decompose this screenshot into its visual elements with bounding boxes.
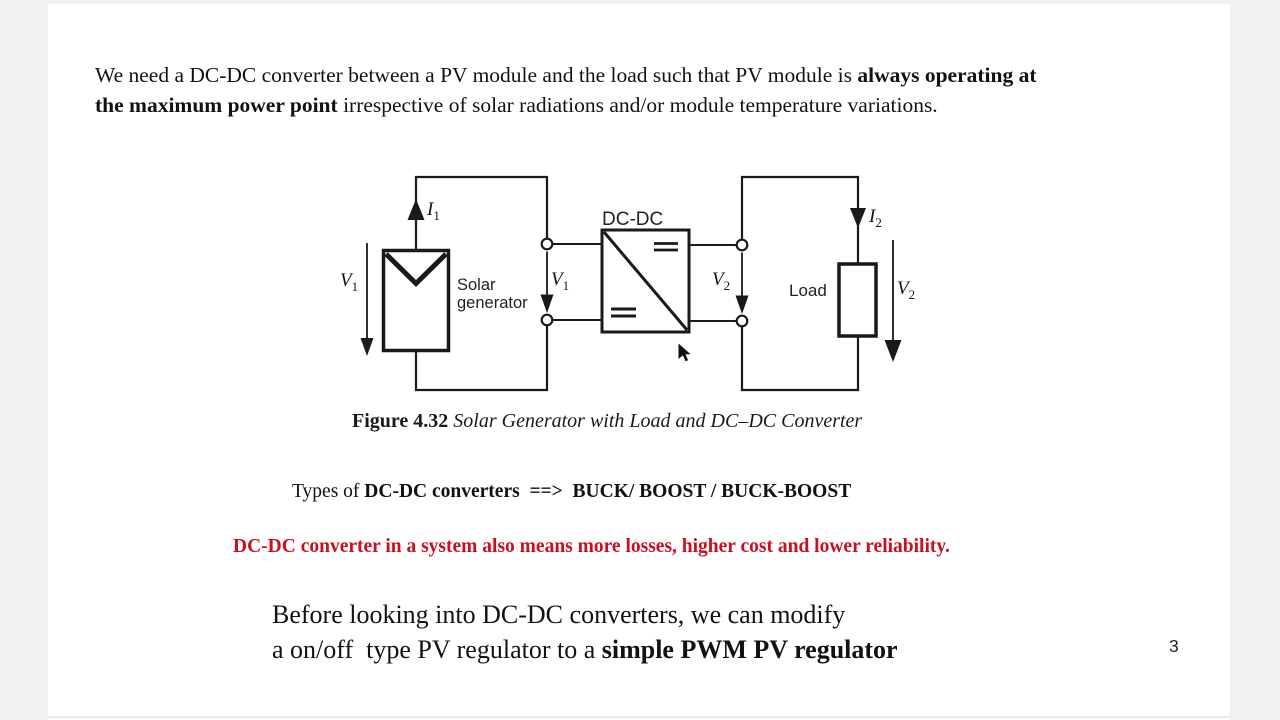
label-v2-mid-sub: 2 bbox=[723, 277, 731, 293]
label-load: Load bbox=[789, 281, 827, 300]
terminal-right-bottom bbox=[735, 314, 749, 328]
label-v2-right-base: V bbox=[897, 278, 909, 299]
label-v1-left-sub: 1 bbox=[351, 278, 359, 294]
load-loop-top-wire bbox=[740, 175, 860, 264]
closing-line2-bold: simple PWM PV regulator bbox=[601, 635, 898, 664]
types-line-regular: Types of bbox=[292, 481, 365, 502]
intro-paragraph: We need a DC-DC converter between a PV m… bbox=[95, 60, 1205, 120]
label-v1-left-base: V bbox=[340, 270, 352, 291]
figure-caption-number: Figure 4.32 bbox=[352, 410, 449, 432]
label-v2-right: V2 bbox=[897, 278, 916, 302]
label-v1-mid-base: V bbox=[551, 269, 563, 290]
label-solar-generator: Solar generator bbox=[457, 276, 528, 312]
types-line-bold: DC-DC converters ==> BUCK/ BOOST / BUCK-… bbox=[364, 481, 852, 502]
label-v1-left: V1 bbox=[340, 270, 359, 294]
page-number: 3 bbox=[1169, 636, 1179, 656]
v2-right-arrowhead bbox=[884, 340, 902, 362]
circuit-diagram bbox=[360, 175, 902, 392]
intro-line2-regular: irrespective of solar radiations and/or … bbox=[337, 93, 938, 117]
label-solar-line1: Solar bbox=[457, 276, 496, 294]
figure-caption: Figure 4.32 Solar Generator with Load an… bbox=[352, 410, 862, 433]
label-i1: I1 bbox=[427, 199, 440, 223]
intro-line-2: the maximum power point irrespective of … bbox=[95, 90, 1205, 120]
slide-bottom-edge bbox=[48, 716, 1230, 718]
types-line: Types of DC-DC converters ==> BUCK/ BOOS… bbox=[292, 481, 851, 503]
label-i2: I2 bbox=[869, 206, 882, 230]
intro-line1-bold: always operating at bbox=[857, 63, 1037, 87]
closing-line-2: a on/off type PV regulator to a simple P… bbox=[272, 632, 898, 667]
i1-arrowhead bbox=[407, 199, 425, 220]
terminal-right-top bbox=[735, 238, 749, 252]
label-v2-mid-base: V bbox=[712, 269, 724, 290]
intro-line2-bold: the maximum power point bbox=[95, 93, 338, 117]
solar-chevron-symbol bbox=[384, 252, 448, 288]
figure-caption-title: Solar Generator with Load and DC–DC Conv… bbox=[448, 410, 863, 432]
load-box bbox=[837, 262, 878, 338]
terminal-left-bottom bbox=[540, 313, 554, 327]
solar-generator-box bbox=[381, 248, 451, 353]
mouse-cursor-icon bbox=[678, 343, 691, 362]
closing-line2-regular: a on/off type PV regulator to a bbox=[272, 635, 602, 664]
label-i1-sub: 1 bbox=[433, 207, 440, 223]
intro-line-1: We need a DC-DC converter between a PV m… bbox=[95, 60, 1205, 90]
terminal-left-top bbox=[540, 237, 554, 251]
label-v1-mid-sub: 1 bbox=[562, 277, 570, 293]
label-v2-mid: V2 bbox=[712, 269, 731, 293]
v2-mid-arrowhead bbox=[735, 295, 749, 314]
intro-line1-regular: We need a DC-DC converter between a PV m… bbox=[95, 63, 858, 87]
closing-line-1: Before looking into DC-DC converters, we… bbox=[272, 600, 846, 629]
label-solar-line2: generator bbox=[457, 293, 528, 312]
solar-loop-bottom-wire bbox=[414, 325, 549, 392]
label-dcdc: DC-DC bbox=[602, 209, 664, 230]
slide-canvas bbox=[48, 4, 1230, 720]
i2-arrowhead bbox=[850, 208, 866, 228]
label-i2-sub: 2 bbox=[875, 214, 882, 230]
label-v2-right-sub: 2 bbox=[908, 286, 916, 302]
label-i2-base: I bbox=[869, 206, 876, 227]
load-loop-bottom-wire bbox=[740, 326, 860, 392]
label-v1-mid: V1 bbox=[551, 269, 570, 293]
closing-block: Before looking into DC-DC converters, we… bbox=[272, 597, 898, 667]
dcdc-diagonal bbox=[602, 231, 689, 331]
v1-left-arrowhead bbox=[360, 338, 374, 356]
warning-line: DC-DC converter in a system also means m… bbox=[233, 536, 950, 557]
label-i1-base: I bbox=[427, 199, 434, 220]
v1-mid-arrowhead bbox=[540, 294, 554, 313]
